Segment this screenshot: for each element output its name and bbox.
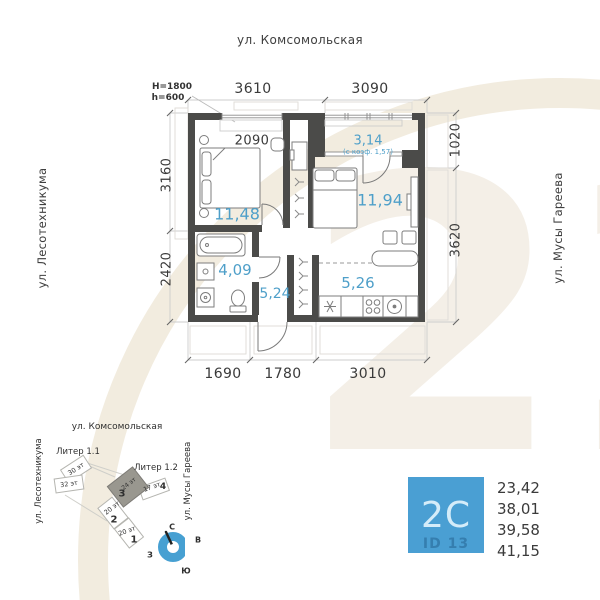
dim-bottom-2: 1780: [264, 366, 302, 382]
plan-type-code: 2С: [420, 494, 472, 536]
bedroom-window: [219, 113, 283, 132]
compass-north: С: [169, 522, 175, 532]
dim-right-1: 1020: [448, 122, 464, 158]
site-street-left: ул. Лесотехникума: [34, 438, 44, 524]
summary-area-2: 38,01: [497, 500, 540, 518]
site-street-right: ул. Мусы Гареева: [183, 441, 193, 521]
walls: [188, 113, 425, 322]
dim-left-1: 3160: [159, 157, 175, 193]
site-num-2: 2: [110, 514, 118, 526]
site-buildings: [53, 454, 171, 549]
stove-icon: [365, 299, 381, 314]
compass-east: В: [194, 535, 202, 545]
dim-bottom-3: 3010: [349, 366, 387, 382]
site-num-3: 3: [118, 488, 126, 500]
desk-and-chair: [270, 137, 308, 171]
doors: [257, 155, 391, 352]
summary-area-4: 41,15: [497, 542, 540, 560]
street-left-label: ул. Лесотехникума: [35, 167, 49, 289]
site-plan: [53, 454, 185, 562]
dimension-ticks: [166, 96, 460, 364]
street-top-label: ул. Комсомольская: [237, 33, 363, 47]
dim-right-2: 3620: [448, 222, 464, 258]
site-num-4: 4: [159, 482, 167, 492]
dim-top-1: 3610: [234, 81, 272, 97]
bathtub: [196, 233, 246, 257]
area-bath: 4,09: [218, 261, 252, 279]
summary-area-3: 39,58: [497, 521, 540, 539]
summary-area-1: 23,42: [497, 479, 540, 497]
dim-inner-2090: 2090: [234, 133, 270, 149]
window-note-h: H=1800: [151, 82, 193, 92]
site-liter-2: Литер 1.2: [134, 463, 178, 473]
sofa-bed: [312, 167, 358, 229]
plan-id-label: ID 13: [422, 536, 470, 552]
area-balcony-note: (с коэф. 1,57): [343, 148, 393, 156]
area-summary-list: 23,42 38,01 39,58 41,15: [497, 479, 540, 560]
plan-type-badge: 2С ID 13: [408, 477, 484, 553]
site-street-top: ул. Комсомольская: [71, 422, 163, 432]
wardrobe-hangers: [294, 177, 308, 309]
area-bedroom: 11,48: [214, 204, 260, 224]
toilet: [229, 289, 247, 313]
balcony-partition: [324, 151, 403, 157]
dimension-lines: [169, 95, 457, 361]
window-note-hs: h=600: [151, 93, 185, 103]
area-hall: 5,24: [259, 286, 291, 302]
dim-bottom-1: 1690: [204, 366, 242, 382]
dim-left-2: 2420: [159, 251, 175, 287]
bathroom-sink: [196, 262, 215, 281]
balcony-window: [324, 113, 412, 127]
washing-machine: [196, 287, 215, 308]
compass: [158, 530, 185, 562]
fridge-icon: [324, 300, 336, 313]
area-balcony: 3,14: [353, 133, 383, 149]
kitchen-counter: [318, 262, 419, 318]
site-num-1: 1: [130, 534, 138, 546]
bed: [199, 135, 261, 218]
tv-unit: [406, 176, 419, 228]
floorplan-drawing: [166, 95, 460, 364]
dining-table-chairs: [371, 230, 419, 267]
compass-west: З: [147, 550, 153, 560]
site-building-current: [106, 466, 150, 508]
area-kitchen: 5,26: [341, 274, 375, 292]
compass-south: Ю: [181, 566, 191, 576]
area-living: 11,94: [357, 190, 403, 210]
site-liter-1: Литер 1.1: [56, 447, 100, 457]
dim-top-2: 3090: [351, 81, 389, 97]
kitchen-sink-icon: [387, 299, 402, 314]
street-right-label: ул. Мусы Гареева: [551, 172, 565, 284]
